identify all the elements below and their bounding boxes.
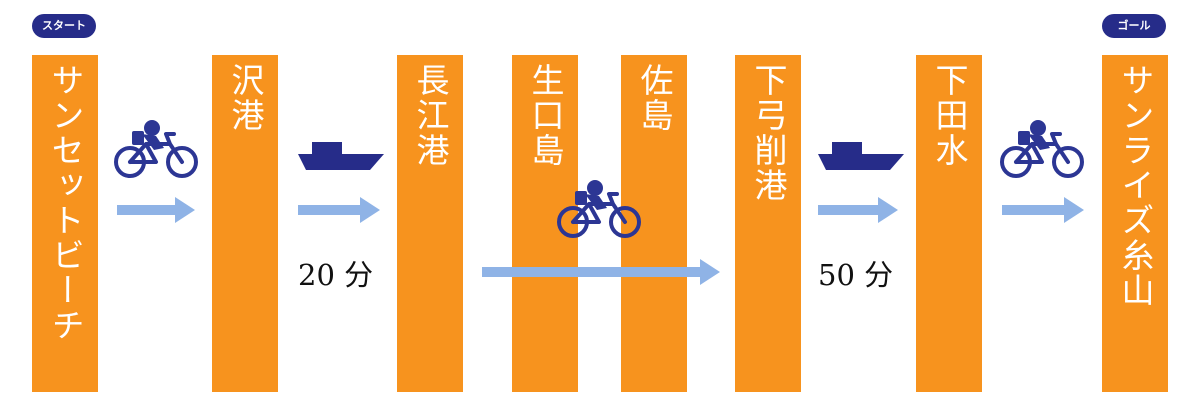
route-arrow [117, 195, 195, 225]
ferry-duration: 50 分 [818, 258, 894, 292]
station-shitadami: 下田水 （大島） [864, 55, 982, 392]
route-arrow [1002, 195, 1084, 225]
station-island: （弓削島） [683, 63, 722, 238]
station-label: 下田水 （大島） [864, 63, 982, 203]
goal-badge: ゴール [1102, 14, 1166, 38]
station-label: 生口島 [512, 63, 578, 168]
ferry-duration: 20 分 [298, 258, 374, 292]
station-name: 下田水 [930, 63, 969, 168]
ferry-icon [298, 142, 384, 170]
station-name: サンライズ糸山 [1116, 63, 1155, 308]
station-label: 長江港（岩城島） [345, 63, 463, 238]
station-name: サンセットビーチ [46, 63, 85, 343]
station-name: 下弓削港 [749, 63, 788, 203]
station-name: 長江港 [411, 63, 450, 168]
station-shimoyuge-port: 下弓削港 （弓削島） [683, 55, 801, 392]
bicycle-icon [1000, 120, 1084, 178]
ferry-icon [818, 142, 904, 170]
station-label: 沢港（生口島） [160, 63, 278, 238]
station-sawa-port: 沢港（生口島） [160, 55, 278, 392]
station-sunrise-itoyama: サンライズ糸山 （今治） [1050, 55, 1168, 392]
station-label: サンセットビーチ （生口島） [0, 63, 98, 343]
bicycle-icon [114, 120, 198, 178]
station-nagae-port: 長江港（岩城島） [345, 55, 463, 392]
route-arrow [298, 195, 380, 225]
station-label: 下弓削港 （弓削島） [683, 63, 801, 238]
station-name: 沢港 [226, 63, 265, 133]
route-arrow [818, 195, 898, 225]
station-name: 生口島 [526, 63, 565, 168]
station-sunset-beach: サンセットビーチ （生口島） [0, 55, 98, 392]
station-island: （今治） [1050, 63, 1089, 203]
bicycle-icon [557, 180, 641, 238]
station-island: （生口島） [0, 63, 19, 238]
station-label: サンライズ糸山 （今治） [1050, 63, 1168, 308]
station-ikuchijima: 生口島 [512, 55, 578, 392]
route-arrow [482, 257, 720, 287]
station-label: 佐島 [621, 63, 687, 133]
station-island: （大島） [864, 63, 903, 203]
start-badge: スタート [32, 14, 96, 38]
station-name: 佐島 [635, 63, 674, 133]
station-sashima: 佐島 [621, 55, 687, 392]
